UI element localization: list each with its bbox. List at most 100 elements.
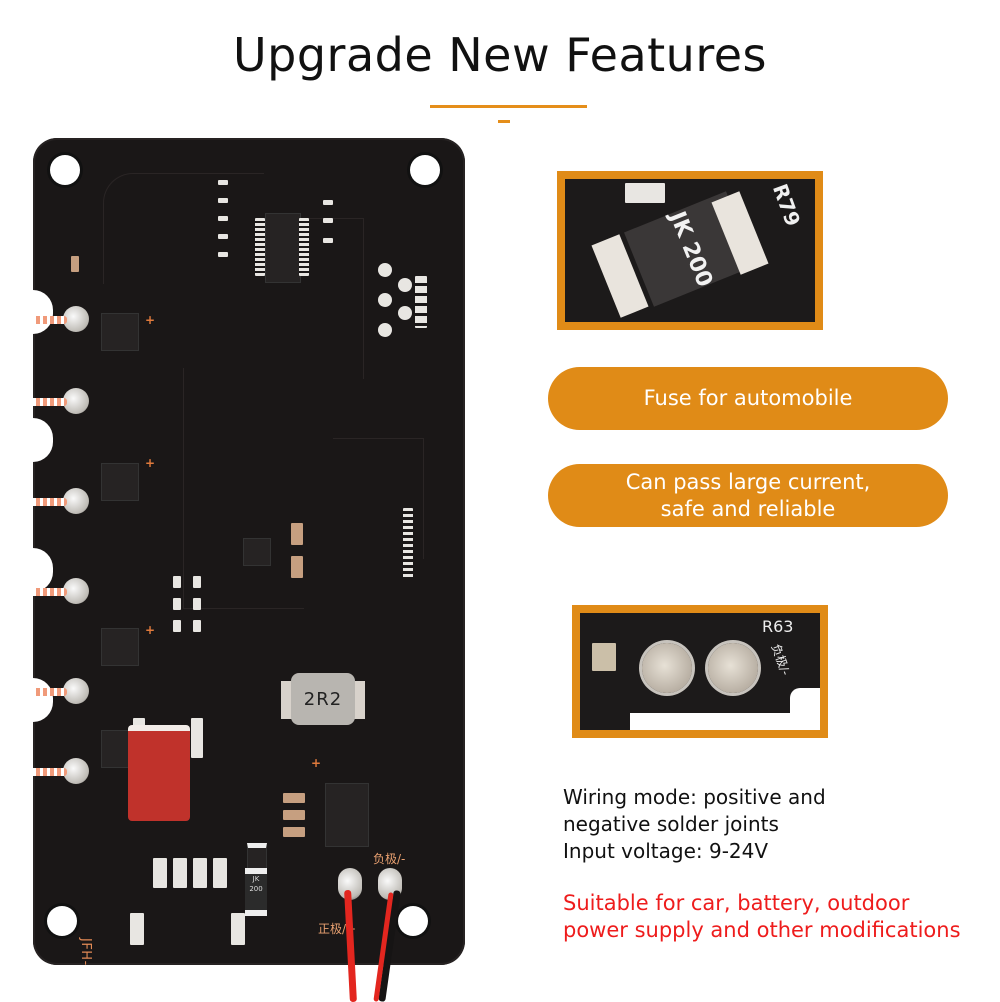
usage-line: power supply and other modifications <box>563 918 961 942</box>
silk-text-r63: R63 <box>762 617 794 636</box>
fuse-closeup-photo: JK 200 R79 <box>557 171 823 330</box>
ic-pins <box>255 218 265 276</box>
smd-pad <box>173 858 187 888</box>
smd-pad <box>213 858 227 888</box>
smd-pad <box>173 620 181 632</box>
wire-stub <box>33 316 67 324</box>
smd-pad <box>153 858 167 888</box>
title-divider-dash <box>498 120 510 123</box>
smd-pad <box>323 200 333 205</box>
feature-label: Fuse for automobile <box>643 386 853 410</box>
fuse-chip-text: JK 200 <box>663 207 717 291</box>
smd-pad <box>592 643 616 671</box>
fuse-jk200: JK 200 <box>245 868 267 916</box>
spec-line: negative solder joints <box>563 812 779 836</box>
silk-text-r79: R79 <box>767 180 806 230</box>
smd-pad <box>218 180 228 185</box>
smd-capacitor <box>283 793 305 803</box>
spec-line: Input voltage: 9-24V <box>563 839 769 863</box>
smd-pad <box>173 598 181 610</box>
wire-stub <box>33 688 67 696</box>
mounting-hole <box>47 906 77 936</box>
polarity-plus-mark: + <box>145 623 156 637</box>
smd-resistor <box>71 256 79 272</box>
smd-pad <box>625 183 665 203</box>
smd-pad <box>231 913 245 945</box>
smd-pad <box>218 252 228 257</box>
solder-pad <box>708 643 758 693</box>
smd-pad <box>218 216 228 221</box>
connector-pins <box>403 508 413 578</box>
test-pad <box>378 263 392 277</box>
mounting-hole <box>398 906 428 936</box>
pcb-trace <box>333 438 424 559</box>
smd-pad <box>218 234 228 239</box>
board-notch <box>33 290 53 334</box>
smd-pad <box>193 576 201 588</box>
mounting-hole <box>50 155 80 185</box>
mosfet-chip <box>101 463 139 501</box>
smd-pad <box>193 858 207 888</box>
test-pad <box>398 278 412 292</box>
negative-label: 负极/- <box>373 852 406 866</box>
smd-pad <box>323 218 333 223</box>
wire-stub <box>33 768 67 776</box>
pcb-trace <box>183 368 304 609</box>
qfn-chip <box>243 538 271 566</box>
pcb-trace <box>103 173 264 284</box>
smd-capacitor <box>283 827 305 837</box>
test-pad <box>378 323 392 337</box>
solder-joint <box>63 758 89 784</box>
smd-pad <box>193 598 201 610</box>
title-divider <box>430 105 587 108</box>
smd-pad <box>173 576 181 588</box>
smd-capacitor <box>291 523 303 545</box>
solder-joint <box>63 678 89 704</box>
usage-text: Suitable for car, battery, outdoor power… <box>563 890 961 944</box>
solder-joints-closeup-photo: R63 负极/- <box>572 605 828 738</box>
power-mosfet <box>325 783 369 847</box>
inductor-2r2: 2R2 <box>291 673 355 725</box>
polarity-plus-mark: + <box>145 456 156 470</box>
board-notch <box>33 548 53 592</box>
capacitor-lead <box>191 718 203 758</box>
ic-chip <box>265 213 301 283</box>
smd-capacitor <box>283 810 305 820</box>
smd-pad <box>130 913 144 945</box>
page-title: Upgrade New Features <box>232 28 768 82</box>
polarity-plus-mark: + <box>311 756 322 770</box>
wire-stub <box>33 398 67 406</box>
mosfet-chip <box>101 628 139 666</box>
wire-stub <box>33 588 67 596</box>
solder-joint <box>63 488 89 514</box>
test-pad <box>398 306 412 320</box>
board-model-label: JFH-PWC-TX007 V5.1 <box>78 938 93 965</box>
ic-pins <box>299 218 309 276</box>
wire-stub <box>33 498 67 506</box>
smd-pad <box>323 238 333 243</box>
mosfet-chip <box>101 313 139 351</box>
board-edge <box>630 713 790 730</box>
spec-text: Wiring mode: positive and negative solde… <box>563 784 826 865</box>
header-pins <box>415 276 427 328</box>
pcb-board-image: + + + + + 2R2 JK 200 负极/- 正极/+ JFH-PWC-T… <box>33 138 465 965</box>
solder-pad <box>642 643 692 693</box>
solder-joint <box>63 306 89 332</box>
feature-pill-fuse: Fuse for automobile <box>548 367 948 430</box>
smd-pad <box>218 198 228 203</box>
feature-pill-current: Can pass large current, safe and reliabl… <box>548 464 948 527</box>
solder-joint <box>63 388 89 414</box>
solder-joint <box>63 578 89 604</box>
negative-label: 负极/- <box>768 642 793 678</box>
mounting-hole <box>410 155 440 185</box>
smd-capacitor <box>291 556 303 578</box>
test-pad <box>378 293 392 307</box>
board-notch <box>33 678 53 722</box>
polarity-plus-mark: + <box>145 313 156 327</box>
board-edge <box>790 688 820 730</box>
feature-label-line2: safe and reliable <box>660 496 836 521</box>
smd-pad <box>193 620 201 632</box>
spec-line: Wiring mode: positive and <box>563 785 826 809</box>
pcb-trace <box>303 218 364 379</box>
feature-label-line1: Can pass large current, <box>625 469 871 494</box>
